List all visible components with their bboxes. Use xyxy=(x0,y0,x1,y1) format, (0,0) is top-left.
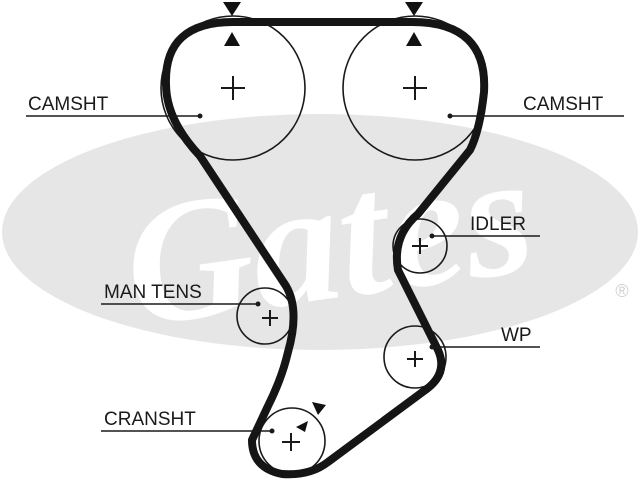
crank-timing-mark-icon xyxy=(296,421,308,432)
leader-lines xyxy=(26,113,624,434)
timing-mark-right-inner-icon xyxy=(406,32,422,46)
label-idler: IDLER xyxy=(470,214,526,235)
label-camshaft-left: CAMSHT xyxy=(28,94,109,115)
crank-rotation-arrow-icon xyxy=(312,402,326,415)
camshaft-pulley-left xyxy=(160,15,306,161)
timing-marks xyxy=(223,2,423,432)
label-crankshaft: CRANSHT xyxy=(104,409,196,430)
label-manual-tensioner: MAN TENS xyxy=(104,282,202,303)
gates-watermark: Gates ® xyxy=(2,114,638,364)
timing-mark-right-outer-icon xyxy=(405,2,423,16)
registered-mark: ® xyxy=(615,281,628,301)
timing-mark-left-outer-icon xyxy=(223,2,241,16)
label-water-pump: WP xyxy=(501,325,532,346)
plus-icon xyxy=(221,76,245,100)
idler-pulley xyxy=(392,218,448,274)
timing-belt xyxy=(161,18,489,479)
plus-icon xyxy=(407,351,423,367)
plus-icon xyxy=(403,76,427,100)
plus-icon xyxy=(412,238,428,254)
watermark-ellipse xyxy=(2,114,638,350)
water-pump-pulley xyxy=(383,325,447,389)
plus-icon xyxy=(282,433,300,451)
timing-mark-left-inner-icon xyxy=(224,32,240,46)
label-camshaft-right: CAMSHT xyxy=(523,94,604,115)
plus-icon xyxy=(262,310,278,326)
pulley-centers xyxy=(221,76,428,451)
